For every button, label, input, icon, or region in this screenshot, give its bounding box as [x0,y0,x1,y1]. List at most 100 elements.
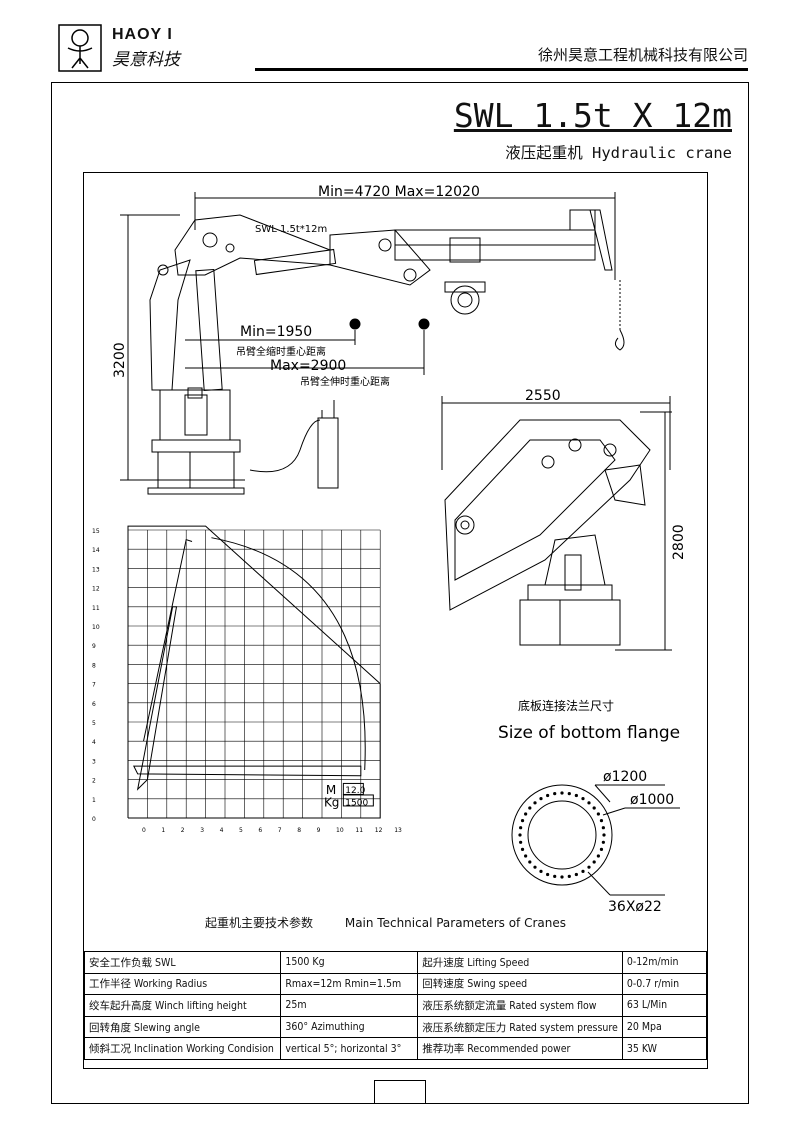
table-cell: 倾斜工况 Inclination Working Condision [83,1037,282,1060]
table-cell: 安全工作负载 SWL [83,951,282,974]
y-tick-label: 0 [92,816,96,823]
winch-drum [450,285,480,315]
y-tick-label: 15 [92,528,100,535]
boom-position-max [143,538,193,742]
flange-inner-circle [527,800,597,870]
bolt-hole [520,819,525,823]
bolt-hole [533,865,537,869]
bolt-hole [546,793,550,798]
x-tick-label: 12 [375,827,383,834]
bolt-hole [599,819,604,823]
bolt-hole [574,872,578,877]
legend-m-value: 12.0 [345,786,365,796]
params-caption-cn: 起重机主要技术参数 [205,916,314,930]
legend-box-m [342,782,364,795]
company-logo [58,24,102,72]
x-tick-label: 3 [200,827,204,834]
drawing-frame [83,172,708,1069]
flange-caption-cn: 底板连接法兰尺寸 [518,698,614,713]
table-cell: 液压系统额定流量 Rated system flow [417,994,623,1017]
table-cell: 0-0.7 r/min [621,972,708,996]
bolt-hole [520,847,525,851]
bolt-hole [560,875,564,879]
cg-max-label: Max=2900 [270,358,346,374]
folded-height-label: 2800 [671,524,687,560]
y-tick-label: 10 [92,624,100,631]
folded-width-label: 2550 [525,388,561,404]
bolt-hole [546,872,550,877]
table-cell: 回转角度 Slewing angle [83,1015,282,1039]
x-tick-label: 6 [258,827,262,834]
cg-min-label: Min=1950 [240,324,312,340]
bolt-hole [518,833,522,837]
table-cell: Rmax=12m Rmin=1.5m [280,972,419,996]
drawing-title: SWL 1.5t X 12m [453,96,732,135]
bolt-hole [601,826,605,830]
lift-cylinder [195,268,223,392]
cg-min-marker [349,318,361,330]
flange-drawing: 底板连接法兰尺寸 Size of bottom flange ø1200 ø10… [498,698,680,915]
y-tick-label: 7 [92,682,96,689]
params-caption: 起重机主要技术参数 Main Technical Parameters of C… [205,914,625,931]
flange-bolt-circle: ø1000 [630,792,674,808]
y-tick-label: 13 [92,566,100,573]
table-cell: 35 KW [621,1037,708,1060]
cg-max-desc: 吊臂全伸时重心距离 [300,375,390,388]
bolt-hole [528,806,532,810]
table-cell: vertical 5°; horizontal 3° [280,1037,419,1060]
x-tick-label: 1 [161,827,165,834]
bolt-hole [553,874,557,878]
bolt-hole [581,869,585,873]
boom-position-horizontal [133,765,362,777]
flange-holes: 36Xø22 [608,899,662,915]
x-tick-label: 2 [181,827,185,834]
bolt-hole [553,792,557,796]
bolt-hole [596,854,600,858]
table-cell: 25m [280,994,419,1017]
bolt-hole [533,801,537,805]
params-caption-en: Main Technical Parameters of Cranes [344,916,567,930]
boom-swl-label: SWL 1.5t*12m [255,224,327,235]
bolt-hole [601,840,605,844]
hook-icon [614,329,625,351]
y-tick-label: 12 [92,586,100,593]
table-cell: 20 Mpa [621,1015,708,1039]
bolt-hole [528,860,532,864]
y-tick-label: 11 [92,605,100,612]
x-tick-label: 8 [297,827,301,834]
x-tick-label: 7 [278,827,282,834]
brand-name-en: HAOY I [112,26,173,43]
y-tick-label: 5 [92,720,96,727]
x-tick-label: 0 [142,827,146,834]
y-tick-label: 14 [92,547,100,554]
y-tick-label: 2 [92,778,96,785]
table-cell: 1500 Kg [280,951,419,974]
table-cell: 回转速度 Swing speed [417,972,623,996]
y-tick-label: 9 [92,643,96,650]
y-tick-label: 6 [92,701,96,708]
x-tick-label: 5 [239,827,243,834]
reach-envelope-curve [211,537,366,771]
table-cell: 360° Azimuthing [280,1015,419,1039]
header-rule [255,68,748,71]
legend-m-label: M [326,783,336,797]
folded-view [441,396,672,651]
flange-caption-en: Size of bottom flange [498,723,680,743]
company-name: 徐州昊意工程机械科技有限公司 [537,46,748,64]
legend-kg-value: 1500 [345,799,368,809]
x-tick-label: 11 [355,827,363,834]
bolt-hole [587,801,591,805]
y-tick-label: 4 [92,739,96,746]
cg-min-desc: 吊臂全缩时重心距离 [236,345,326,358]
bolt-hole [581,797,585,801]
legend-box-kg [342,794,374,807]
x-tick-label: 9 [317,827,321,834]
remote-control [317,417,339,489]
